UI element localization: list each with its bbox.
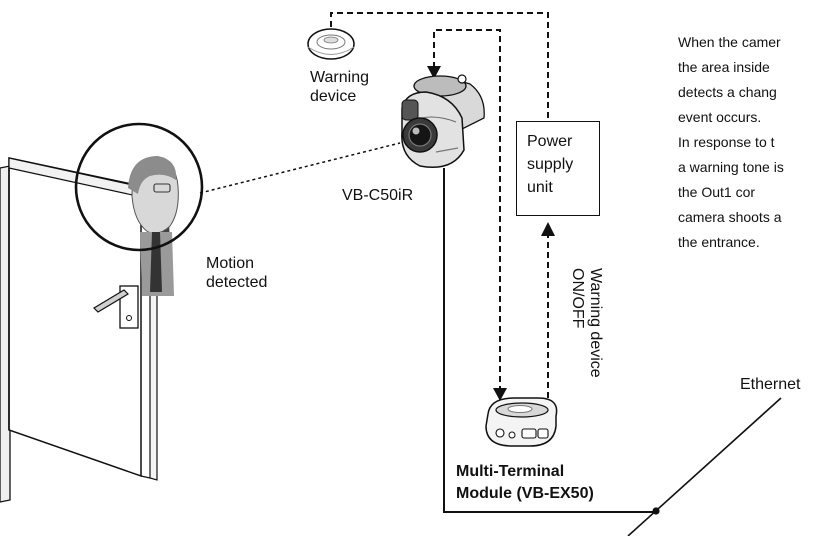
- description-text: When the camer the area inside detects a…: [678, 30, 826, 255]
- module-icon: [485, 397, 558, 447]
- warning-device-label-line1: Warning: [310, 69, 369, 86]
- description-line: the entrance.: [678, 234, 760, 250]
- motion-label-line1: Motion: [206, 255, 255, 272]
- ethernet-junction: [652, 507, 660, 515]
- power-supply-unit: Power supply unit: [516, 121, 600, 216]
- arrow-to-power-supply: [541, 222, 555, 236]
- warning-device-label-line2: device: [310, 88, 357, 105]
- module-label-line1: Multi-Terminal: [456, 463, 565, 480]
- description-line: the area inside: [678, 59, 770, 75]
- power-supply-label-line2: supply: [527, 156, 574, 173]
- motion-detection-line: [199, 142, 401, 194]
- motion-label-line2: detected: [206, 274, 268, 291]
- ethernet-label: Ethernet: [740, 376, 801, 393]
- description-line: detects a chang: [678, 84, 777, 100]
- description-line: When the camer: [678, 34, 781, 50]
- camera-label: VB-C50iR: [342, 187, 414, 204]
- description-line: In response to t: [678, 134, 775, 150]
- motion-label: Motion detected: [206, 254, 267, 292]
- camera-icon: [401, 74, 485, 168]
- warning-device-icon: [307, 28, 355, 60]
- motion-detection-area: [74, 122, 204, 252]
- arrow-to-module: [493, 388, 507, 401]
- signal-label-line2: ON/OFF: [569, 268, 586, 329]
- camera-cable: [443, 168, 656, 513]
- arrow-to-camera: [427, 66, 441, 79]
- module-label-line2: Module (VB-EX50): [456, 485, 594, 502]
- description-line: a warning tone is: [678, 159, 784, 175]
- signal-label-line1: Warning device: [587, 268, 604, 378]
- door-icon: [0, 157, 158, 503]
- camera-module-connection-line: [433, 29, 501, 392]
- power-supply-label-line1: Power: [527, 133, 573, 150]
- ethernet-line: [627, 397, 782, 536]
- description-line: the Out1 cor: [678, 184, 756, 200]
- description-line: camera shoots a: [678, 209, 782, 225]
- power-supply-label-line3: unit: [527, 179, 553, 196]
- signal-label: Warning device ON/OFF: [568, 268, 604, 378]
- description-line: event occurs.: [678, 109, 762, 125]
- warning-device-label: Warning device: [310, 68, 369, 106]
- warning-device-connection-line: [330, 12, 549, 121]
- module-label: Multi-Terminal Module (VB-EX50): [456, 461, 594, 505]
